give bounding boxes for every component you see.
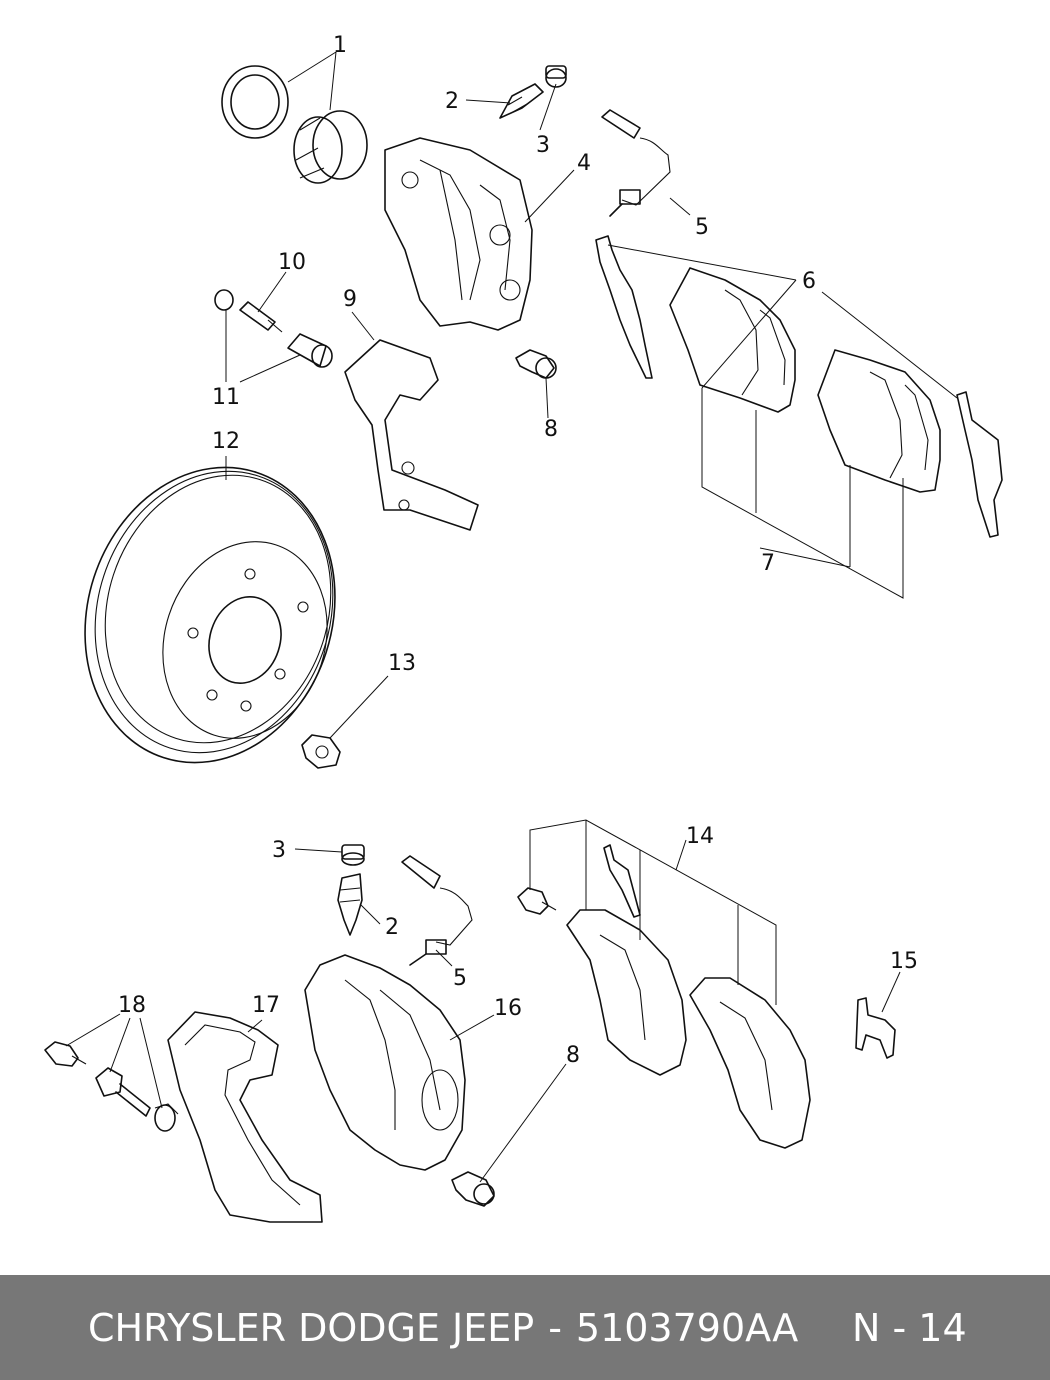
callout-11: 11 [212, 385, 240, 410]
brake-caliper-lower [304, 954, 466, 1171]
callout-7: 7 [761, 551, 775, 576]
callout-15: 15 [890, 949, 918, 974]
callout-5: 5 [695, 215, 709, 240]
pad-group-bracket-lower [529, 819, 777, 1005]
wear-sensor [601, 109, 671, 217]
callout-13: 13 [388, 651, 416, 676]
callout-2: 2 [445, 89, 459, 114]
rotor-nut [301, 734, 341, 769]
brake-rotor [84, 466, 336, 764]
abutment-clip [855, 997, 896, 1059]
brand-name: CHRYSLER DODGE JEEP [88, 1305, 535, 1350]
callout-14: 14 [686, 824, 714, 849]
callout-1: 1 [333, 33, 347, 58]
piston-seal-ring [221, 65, 289, 139]
piston-boot [293, 110, 368, 184]
wear-sensor-lower [401, 855, 473, 966]
brake-caliper [384, 137, 533, 331]
callout-9: 9 [343, 287, 357, 312]
caliper-bolt-lower [517, 887, 557, 915]
brake-parts-diagram: 1 2 3 4 5 6 7 8 9 10 11 12 13 3 2 5 16 8… [44, 33, 1003, 1223]
callout-16: 16 [494, 996, 522, 1021]
pad-clip-lower [603, 844, 641, 918]
callout-6: 6 [802, 269, 816, 294]
part-number: 5103790AA [575, 1305, 799, 1350]
pin-bushing-large [287, 333, 333, 368]
callout-4: 4 [577, 151, 591, 176]
pin-bushing-lower [154, 1103, 179, 1132]
callout-12: 12 [212, 429, 240, 454]
footer-brand-line: CHRYSLER DODGE JEEP-5103790AA [88, 1306, 798, 1350]
brake-pad-inner [669, 267, 796, 413]
callout-10: 10 [278, 250, 306, 275]
callout-2-lower: 2 [385, 915, 399, 940]
bleeder-screw-lower [337, 873, 363, 936]
callout-5-lower: 5 [453, 966, 467, 991]
footer-bar: CHRYSLER DODGE JEEP-5103790AA N - 14 [0, 1275, 1050, 1380]
callout-8: 8 [544, 417, 558, 442]
anti-rattle-clip-right [956, 391, 1003, 538]
bleeder-screw [499, 83, 544, 119]
callout-17: 17 [252, 993, 280, 1018]
callout-3-lower: 3 [272, 838, 286, 863]
callout-labels: 1 2 3 4 5 6 7 8 9 10 11 12 13 3 2 5 16 8… [118, 33, 918, 1068]
pin-bushing-small [214, 289, 234, 311]
caliper-bracket [344, 339, 479, 531]
callout-8-lower: 8 [566, 1043, 580, 1068]
leader-lines [65, 51, 958, 1183]
callout-18: 18 [118, 993, 146, 1018]
separator: - [548, 1305, 562, 1350]
guide-pin [239, 301, 283, 333]
anti-rattle-clip-left [595, 235, 653, 379]
brake-pad-lower-inner [566, 909, 687, 1076]
brake-pad-lower-outer [689, 977, 811, 1149]
bleeder-cap-lower [341, 844, 365, 866]
caliper-bracket-lower [167, 1011, 323, 1223]
bracket-bolt [44, 1041, 87, 1067]
brake-pad-outer [817, 349, 941, 493]
guide-bolt [515, 349, 557, 379]
guide-bolt-lower [451, 1171, 495, 1207]
guide-pin-lower [95, 1067, 151, 1117]
callout-3: 3 [536, 133, 550, 158]
bleeder-cap [545, 65, 567, 88]
page-code: N - 14 [852, 1305, 967, 1350]
pad-group-bracket-top [701, 388, 904, 599]
